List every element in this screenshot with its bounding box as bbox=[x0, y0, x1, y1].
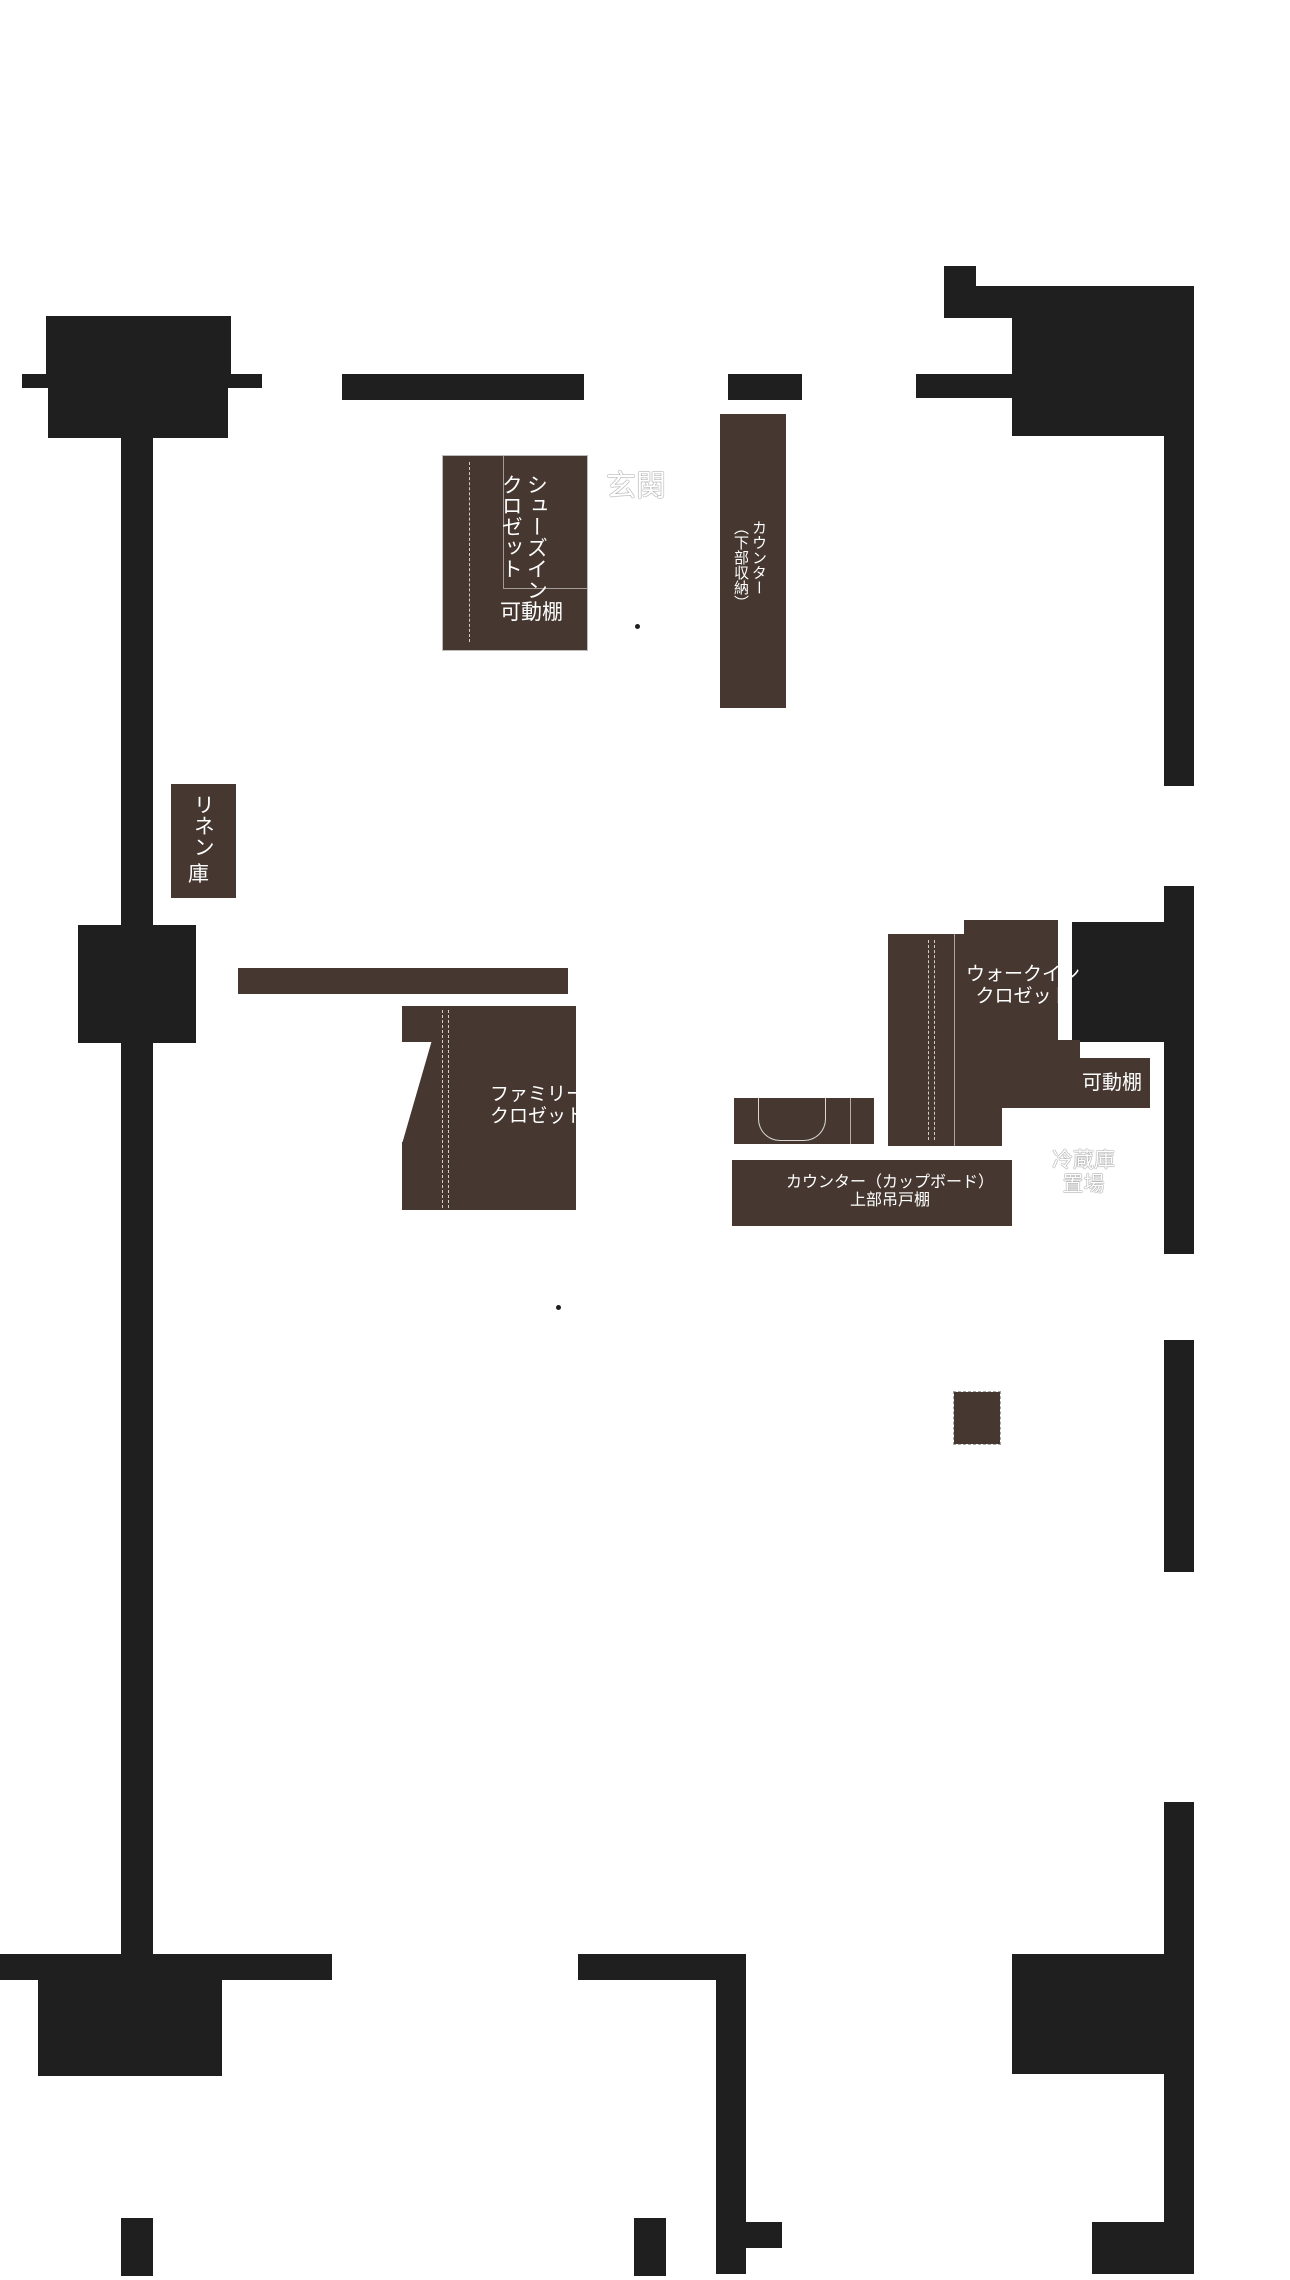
counter-cupboard bbox=[732, 1160, 1012, 1226]
movable-shelf-entrance-label: 可動棚 bbox=[500, 600, 563, 624]
walk-in-closet-bottom bbox=[1000, 1040, 1080, 1108]
family-closet-rail-1 bbox=[442, 1010, 443, 1208]
wall-top-left-column bbox=[46, 316, 231, 376]
wall-top-center-left bbox=[342, 374, 584, 400]
wall-bottom-center-vertical bbox=[716, 1954, 746, 2274]
small-pillar bbox=[953, 1391, 1001, 1445]
fridge-space-label: 冷蔵庫 置場 bbox=[1052, 1148, 1115, 1197]
wall-top-center-right bbox=[728, 374, 802, 400]
shoes-in-closet-label-line-1: シューズイン bbox=[524, 474, 549, 600]
sink-unit-divider bbox=[850, 1098, 851, 1144]
family-closet-main bbox=[466, 1006, 576, 1210]
family-closet-label: ファミリー クロゼット bbox=[490, 1083, 586, 1127]
wall-shelf-strip bbox=[238, 968, 568, 994]
counter-under-label-line-2: （下部収納） bbox=[732, 520, 750, 610]
shoes-in-closet-shelf-line bbox=[503, 588, 587, 589]
wall-bottom-post-center bbox=[634, 2218, 666, 2276]
shoes-in-closet-rail bbox=[469, 462, 470, 642]
counter-cupboard-label: カウンター（カップボード） 上部吊戸棚 bbox=[786, 1172, 995, 1210]
sink-basin-icon bbox=[758, 1098, 826, 1141]
family-closet-lower bbox=[402, 1142, 470, 1210]
wall-top-right-column-body bbox=[1012, 286, 1194, 436]
wall-bottom-post-left bbox=[121, 2218, 153, 2276]
wall-left-column-middle bbox=[78, 925, 196, 1043]
wall-top-right-stub bbox=[916, 374, 1016, 398]
wall-bottom-left-column bbox=[38, 1978, 222, 2076]
wall-bottom-right-stub bbox=[1092, 2222, 1192, 2274]
shoes-in-closet-label-line-2: クロゼット bbox=[499, 474, 524, 579]
wall-bottom-left-beam bbox=[0, 1954, 332, 1980]
shoes-in-closet bbox=[442, 455, 588, 651]
walk-in-closet-label: ウォークイン クロゼット bbox=[966, 963, 1081, 1007]
walk-in-closet-rail-2 bbox=[934, 940, 935, 1140]
walk-in-closet-top bbox=[964, 920, 1058, 1060]
linen-storage-label-2: 庫 bbox=[188, 862, 209, 886]
shoes-in-closet-label: シューズイン クロゼット bbox=[498, 474, 548, 600]
counter-under-label-line-1: カウンター bbox=[750, 520, 768, 595]
walk-in-closet-rail-1 bbox=[928, 940, 929, 1140]
entrance-marker-dot bbox=[635, 624, 640, 629]
counter-under-storage-label: カウンター （下部収納） bbox=[732, 520, 768, 610]
counter-under-storage bbox=[720, 414, 786, 708]
linen-storage bbox=[171, 784, 236, 898]
shoes-in-closet-divider bbox=[503, 456, 504, 588]
wall-right-segment-3 bbox=[1164, 1340, 1194, 1572]
family-closet-side bbox=[402, 1006, 470, 1042]
linen-storage-label-1: リネン bbox=[191, 794, 216, 857]
wall-right-segment-1 bbox=[1164, 286, 1194, 786]
wall-top-left-beam bbox=[22, 374, 262, 388]
wall-bottom-right-column bbox=[1012, 1954, 1192, 2074]
movable-shelf-walkin bbox=[1078, 1058, 1150, 1108]
family-closet-slant bbox=[402, 1040, 470, 1144]
wall-left-vertical bbox=[121, 430, 153, 1958]
wall-top-left-column-base bbox=[48, 386, 228, 438]
wall-bottom-center-stub bbox=[744, 2222, 782, 2248]
wall-shelf-strip-top-dash bbox=[244, 967, 562, 968]
living-marker-dot bbox=[556, 1305, 561, 1310]
movable-shelf-walkin-label: 可動棚 bbox=[1082, 1070, 1142, 1094]
walk-in-closet-divider bbox=[954, 934, 955, 1146]
entrance-label: 玄関 bbox=[606, 469, 666, 504]
family-closet-rail-2 bbox=[448, 1010, 449, 1208]
wall-right-column-middle bbox=[1072, 922, 1194, 1042]
